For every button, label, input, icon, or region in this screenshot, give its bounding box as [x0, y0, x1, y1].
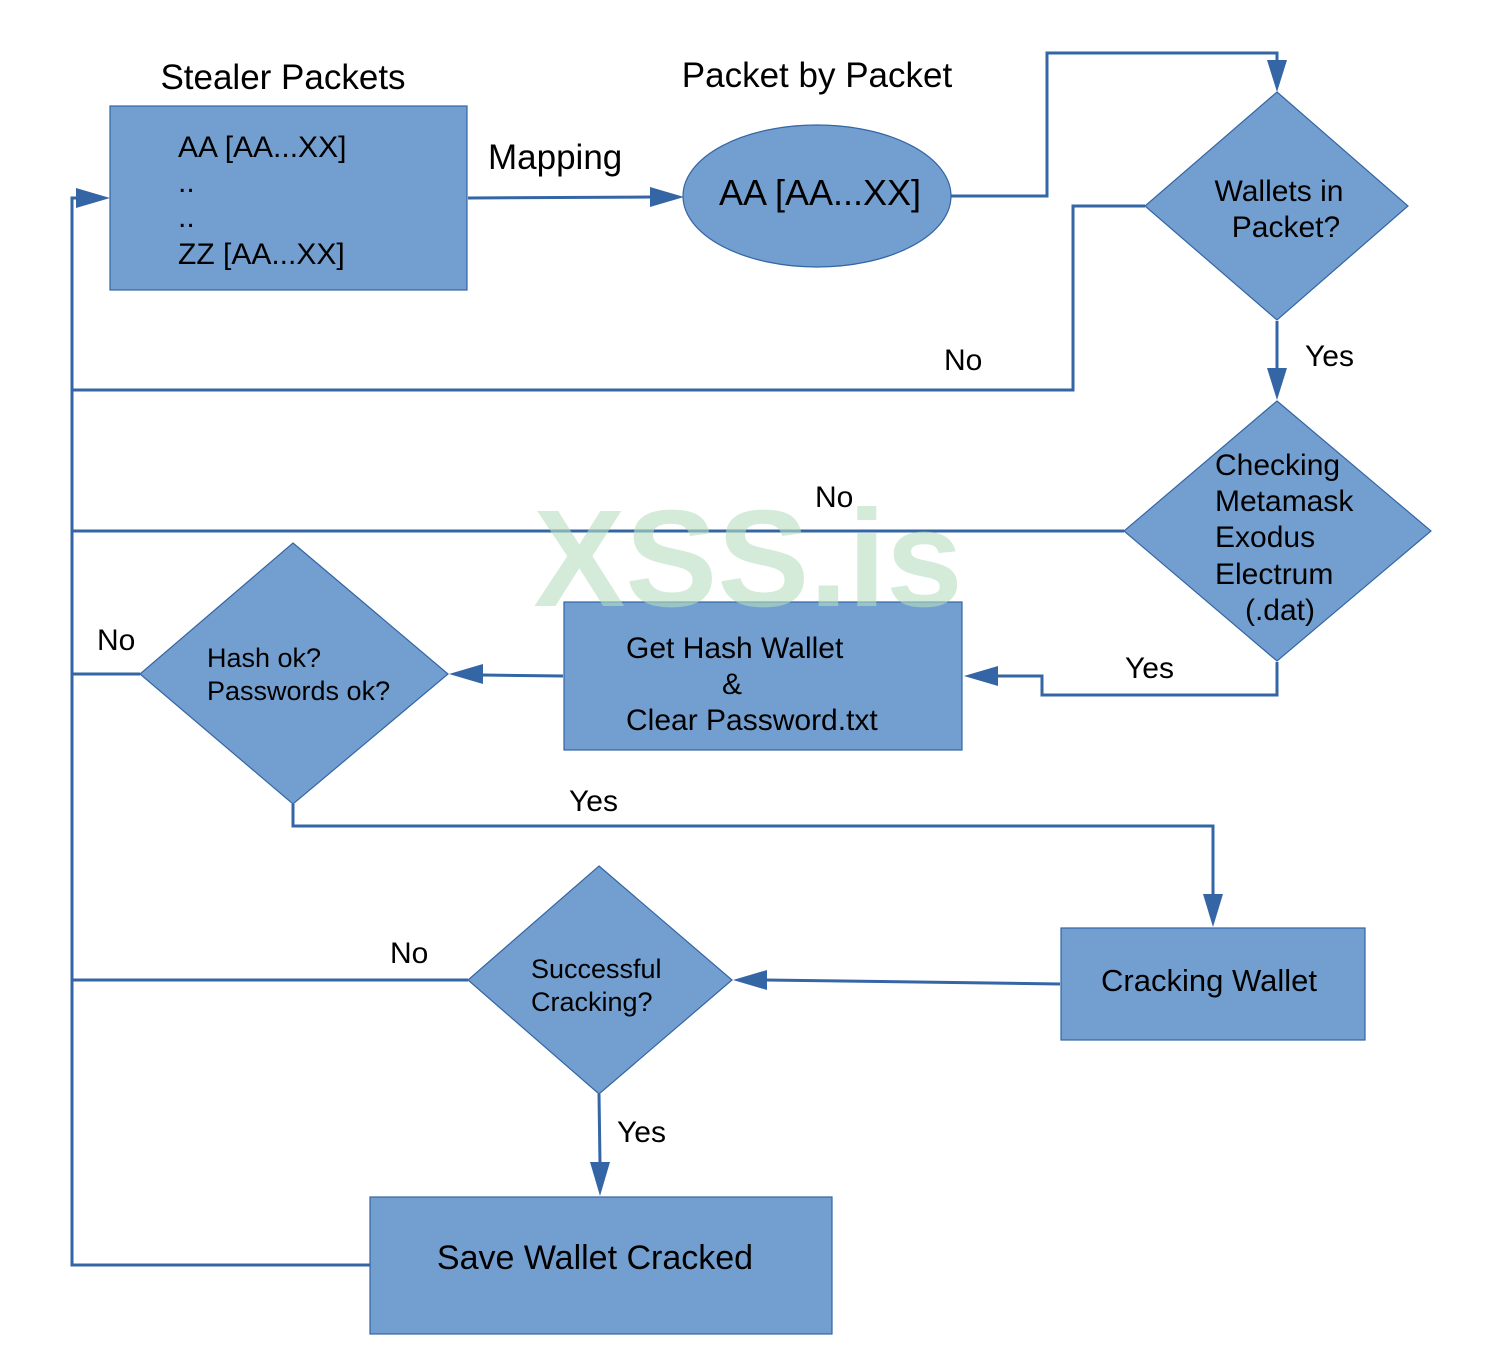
hash-decision-line-2: Passwords ok?: [207, 676, 390, 706]
edge-ellipse-to-wallets: [950, 51, 1279, 198]
stealer-box-line-1: AA [AA...XX]: [178, 131, 346, 164]
title-stealer-packets: Stealer Packets: [160, 58, 405, 97]
wallets-decision-line-2: Packet?: [1232, 211, 1340, 244]
checking-decision-line-1: Checking: [1215, 449, 1340, 482]
arrowhead-checking-in: [1267, 368, 1287, 400]
packet-ellipse-label: AA [AA...XX]: [719, 172, 921, 213]
checking-decision-line-2: Metamask: [1215, 485, 1354, 518]
cracking-wallet-box: [1060, 927, 1366, 1041]
title-packet-by-packet: Packet by Packet: [682, 56, 953, 95]
arrowhead-wallets-in: [1267, 60, 1287, 92]
wallets-in-packet-decision: [1144, 91, 1409, 321]
edge-save-to-spine: [70, 196, 370, 1267]
arrowhead-success-in: [733, 970, 767, 990]
packet-ellipse: [682, 124, 952, 268]
checking-yes-label: Yes: [1125, 652, 1174, 685]
success-decision-line-1: Successful: [531, 954, 662, 984]
checking-no-label: No: [815, 481, 853, 514]
edge-cracking-to-success: [765, 978, 1061, 986]
edge-mapping: [467, 195, 653, 200]
wallets-decision-line-1: Wallets in: [1215, 175, 1344, 208]
success-yes-label: Yes: [617, 1116, 666, 1149]
arrowhead-stealer-in: [76, 188, 110, 208]
hash-decision-line-1: Hash ok?: [207, 643, 321, 673]
get-hash-line-2: &: [722, 668, 742, 701]
save-wallet-cracked-box: [369, 1196, 833, 1335]
edge-wallets-no: [72, 204, 1145, 392]
stealer-box-line-3: ..: [178, 201, 195, 234]
edge-checking-yes: [996, 662, 1279, 697]
stealer-box-line-4: ZZ [AA...XX]: [178, 238, 345, 271]
arrowhead-gethash-in: [964, 666, 998, 686]
checking-decision-line-3: Exodus: [1215, 521, 1315, 554]
save-wallet-cracked-label: Save Wallet Cracked: [437, 1239, 753, 1277]
wallets-no-label: No: [944, 344, 982, 377]
arrowhead-mapping: [650, 187, 684, 207]
checking-decision-line-4: Electrum: [1215, 558, 1333, 591]
checking-decision-line-5: (.dat): [1245, 594, 1315, 627]
edge-gethash-to-hash: [481, 673, 564, 678]
hash-ok-decision: [139, 542, 449, 805]
success-no-label: No: [390, 937, 428, 970]
checking-wallets-decision: [1123, 400, 1432, 662]
edge-hash-yes: [291, 804, 1215, 896]
get-hash-line-3: Clear Password.txt: [626, 704, 878, 737]
get-hash-wallet-box: [563, 601, 963, 751]
arrowhead-hash-in: [449, 664, 483, 684]
watermark: XSS.is: [533, 482, 963, 636]
success-decision-line-2: Cracking?: [531, 987, 653, 1017]
successful-cracking-decision: [467, 865, 733, 1095]
hash-yes-label: Yes: [569, 785, 618, 818]
edge-success-yes: [597, 1093, 602, 1165]
arrowhead-save-in: [590, 1162, 610, 1196]
cracking-wallet-label: Cracking Wallet: [1101, 963, 1317, 998]
stealer-packets-box: [109, 105, 468, 291]
wallets-yes-label: Yes: [1305, 340, 1354, 373]
arrowhead-cracking-in: [1203, 894, 1223, 927]
stealer-box-line-2: ..: [178, 166, 195, 199]
get-hash-line-1: Get Hash Wallet: [626, 632, 844, 665]
mapping-label: Mapping: [488, 138, 622, 177]
hash-no-label: No: [97, 624, 135, 657]
